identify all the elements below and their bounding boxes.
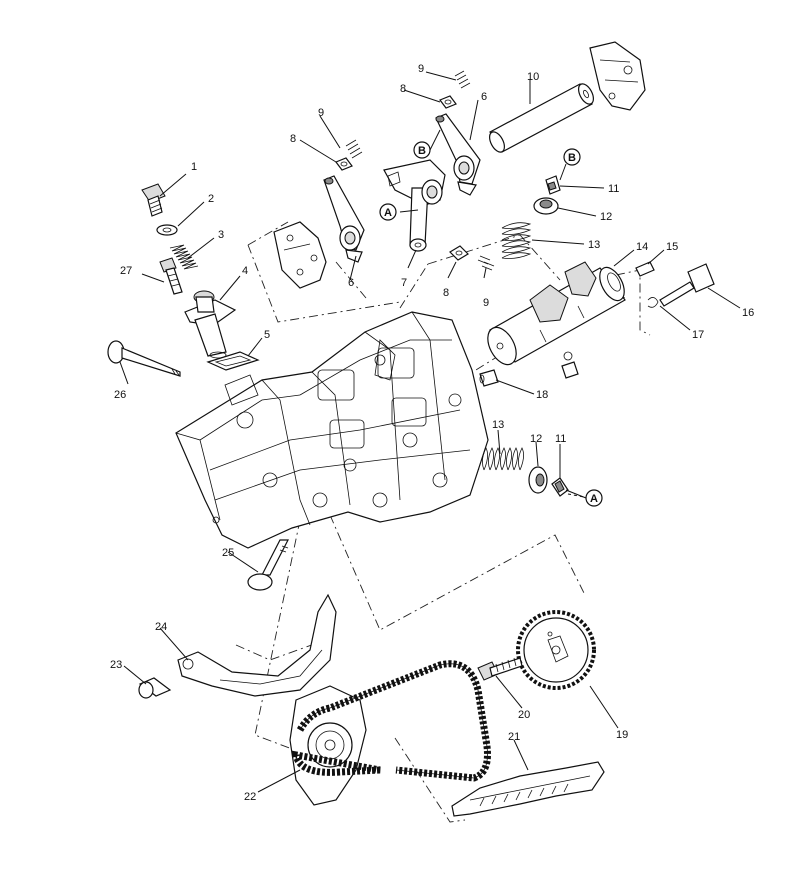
part-22-cam-chain [291,660,491,782]
part-20-sprocket-bolt [477,657,523,681]
label-part-25: 25 [222,547,234,559]
part-4-tensioner [184,290,237,359]
crankshaft-sprocket-area [289,685,367,806]
part-6-rocker-arm-right [435,113,481,196]
part-17-clip [647,297,659,308]
label-part-9-center: 9 [483,297,489,309]
label-part-16: 16 [742,307,754,319]
part-12-retainer-top [533,197,559,215]
cylinder-head [175,311,489,549]
callout-b-left: B [418,145,426,157]
part-5-gasket [206,351,260,371]
label-part-9-left: 9 [318,107,324,119]
part-9-screw-center [477,255,495,271]
label-part-13-top: 13 [588,239,600,251]
label-part-5: 5 [264,329,270,341]
head-housing-fragment [589,41,646,111]
label-part-8-center: 8 [443,287,449,299]
part-23-pivot-bolt [138,677,172,699]
label-part-27: 27 [120,265,132,277]
head-cap-piece [273,221,327,289]
part-7-rocker-arm-center [383,159,446,252]
label-part-23: 23 [110,659,122,671]
part-12-retainer-bottom [528,466,548,494]
part-3-spring [169,244,199,270]
part-27-bolt [159,257,183,295]
part-25-valve [247,539,289,591]
label-part-19: 19 [616,729,628,741]
part-14-camshaft [487,261,626,366]
label-part-1: 1 [191,161,197,173]
part-13-spring-top [501,222,532,259]
label-part-11-top: 11 [608,183,619,195]
part-24-chain-guide [177,593,337,697]
label-part-13-bottom: 13 [492,419,504,431]
callout-a-top: A [384,207,392,219]
label-part-12-bottom: 12 [530,433,542,445]
label-part-6-right: 6 [481,91,487,103]
label-part-11-bottom: 11 [555,433,566,445]
part-21-chain-guide-lower [451,761,605,817]
leader-lines [119,71,741,793]
part-11-keeper-bottom [551,477,569,497]
label-part-22: 22 [244,791,256,803]
label-part-14: 14 [636,241,648,253]
part-9-screw-right [454,70,471,89]
part-16-decompressor [659,263,715,307]
part-number-labels: 1 2 3 4 5 6 6 7 8 8 8 9 9 9 10 11 11 12 … [110,63,754,803]
part-2-washer [156,224,178,236]
label-part-2: 2 [208,193,214,205]
callout-a-bottom: A [590,493,598,505]
label-part-26: 26 [114,389,126,401]
label-part-3: 3 [218,229,224,241]
part-13-spring-bottom [482,447,524,471]
label-part-9-right: 9 [418,63,424,75]
callout-b-left-circle [413,141,431,159]
part-9-screw-left [345,139,363,159]
part-18-dowel [479,369,499,387]
label-part-20: 20 [518,709,530,721]
callout-b-right: B [568,152,576,164]
label-part-8-left: 8 [290,133,296,145]
callout-a-bottom-circle [585,489,603,507]
reference-callouts: A A B B [379,141,603,507]
label-part-18: 18 [536,389,548,401]
part-8-nut-center [449,245,469,261]
part-19-cam-sprocket [516,610,596,690]
part-11-keeper-top [545,175,561,195]
callout-a-top-circle [379,203,397,221]
part-1-plug [141,183,166,217]
callout-b-right-circle [563,148,581,166]
label-part-24: 24 [155,621,167,633]
part-8-nut-right [439,95,457,109]
label-part-17: 17 [692,329,704,341]
label-part-21: 21 [508,731,520,743]
part-15-pin [635,261,655,277]
label-part-10: 10 [527,71,539,83]
part-8-nut-left [335,157,353,171]
camshaft-end-nut [561,361,579,379]
label-part-8-right: 8 [400,83,406,95]
label-part-12-top: 12 [600,211,612,223]
part-26-valve [107,340,181,377]
label-part-15: 15 [666,241,678,253]
label-part-4: 4 [242,265,248,277]
label-part-6-left: 6 [348,277,354,289]
part-6-rocker-arm-left [323,175,365,263]
part-10-rocker-shaft [489,83,594,153]
label-part-7: 7 [401,277,407,289]
